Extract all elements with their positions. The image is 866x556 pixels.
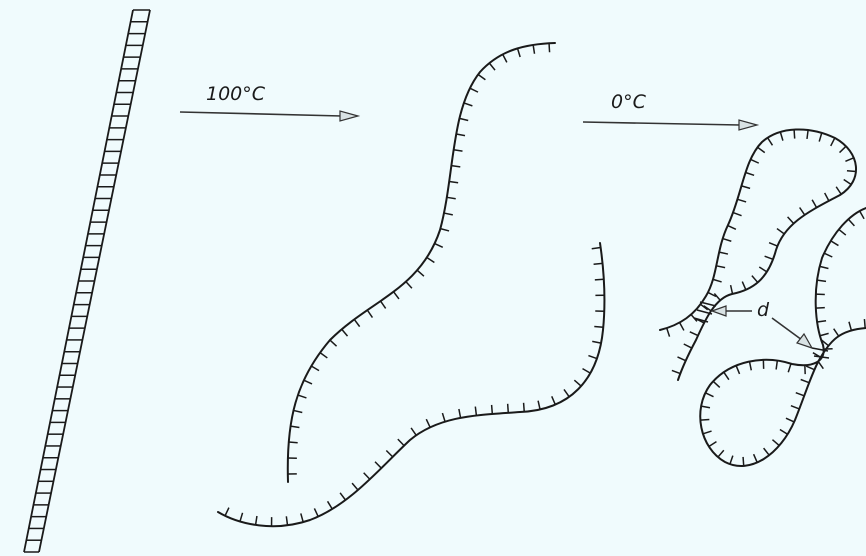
strand-bases [224, 43, 605, 527]
single-strand-upper [286, 42, 556, 483]
separated-strands [217, 42, 606, 528]
double-strand-ladder [23, 9, 151, 553]
hydrogen-bond-region-right [811, 347, 830, 359]
hydrogen-bond-region-left [693, 301, 717, 323]
cool-arrow-head [738, 119, 760, 131]
cool-temperature-label: 0°C [611, 91, 647, 113]
heat-arrow-head [339, 110, 361, 122]
cool-arrow: 0°C [582, 91, 760, 131]
distance-pointer-left-head [710, 305, 727, 317]
distance-label: d [757, 299, 770, 321]
heat-arrow: 100°C [179, 83, 361, 122]
cool-arrow-shaft [582, 121, 741, 126]
reannealed-strand-lower [699, 207, 866, 467]
single-strand-lower [217, 242, 606, 528]
distance-pointer-right-head [796, 332, 814, 350]
distance-annotation: d [710, 299, 814, 350]
renatured-strands [659, 128, 866, 467]
distance-pointer-right [771, 317, 803, 341]
heat-arrow-shaft [179, 111, 343, 117]
strand-bases-paired [666, 129, 866, 466]
ladder-rungs [24, 9, 150, 553]
heat-temperature-label: 100°C [206, 83, 266, 105]
